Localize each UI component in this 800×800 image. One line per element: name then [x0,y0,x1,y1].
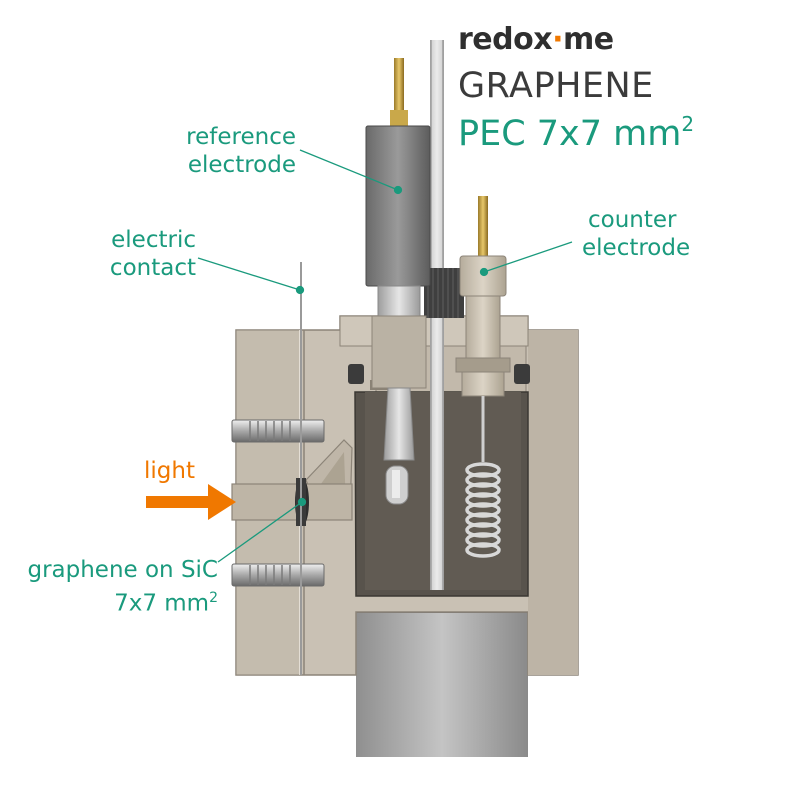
light-arrow [146,484,236,520]
counter-electrode-coil [465,462,501,558]
clamp-screw-bottom [231,563,325,587]
leader-lines [197,149,573,563]
reference-electrode [365,58,431,505]
brand-logo: redox·me [458,22,614,57]
product-subtitle: PEC 7x7 mm2 [458,112,695,154]
label-electric-contact: electric contact [109,227,196,281]
label-reference-electrode: reference electrode [186,124,296,178]
clamp-screw-top [231,419,325,443]
label-light: light [144,458,195,484]
product-title: GRAPHENE [458,66,654,106]
label-counter-electrode: counter electrode [582,207,691,261]
base-plate [356,612,528,757]
label-graphene-on-sic: graphene on SiC 7x7 mm2 [27,557,218,617]
counter-electrode [455,196,511,558]
light-port [231,483,353,521]
